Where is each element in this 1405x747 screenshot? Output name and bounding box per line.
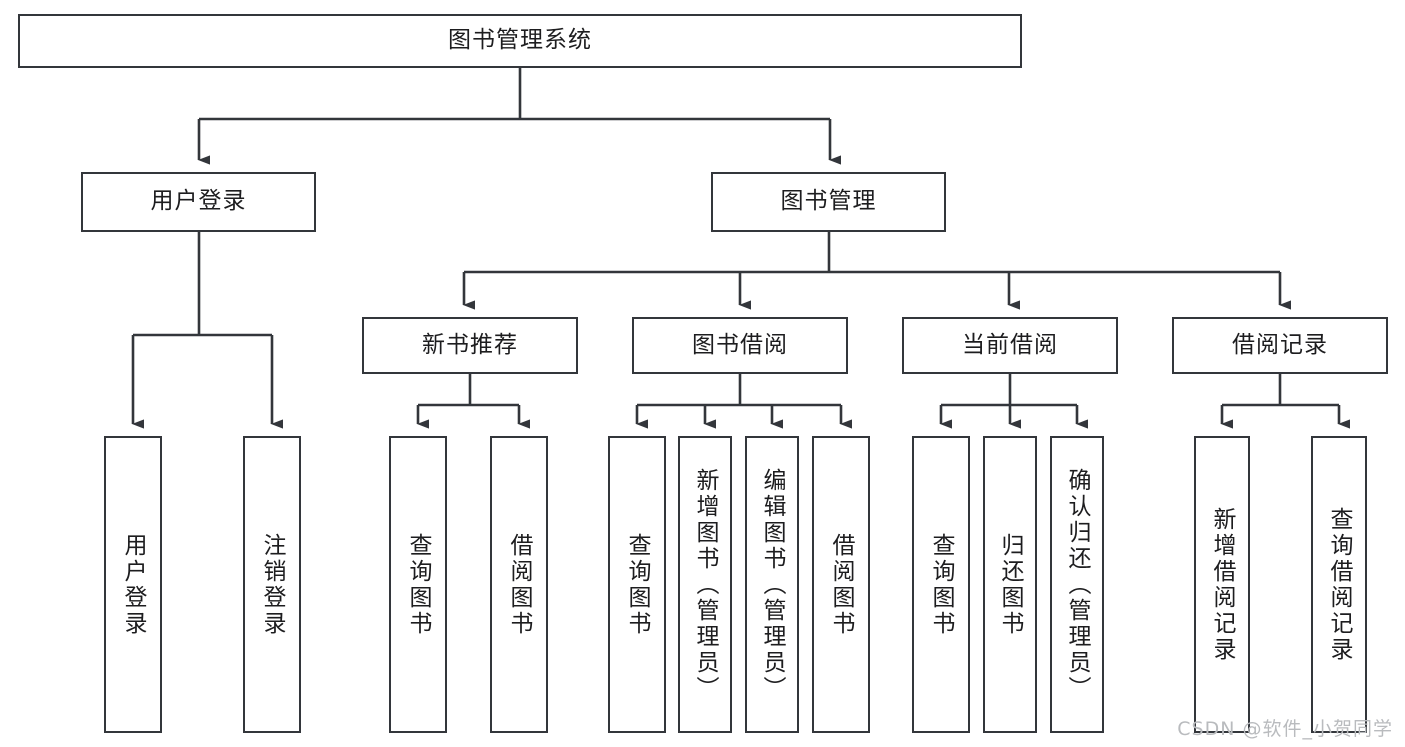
- node-label: 查询图书: [405, 532, 432, 637]
- node-label: 查询图书: [928, 532, 955, 637]
- leaf-query-book-current[interactable]: 查询图书: [912, 436, 970, 733]
- leaf-confirm-return-admin[interactable]: 确认归还（管理员）: [1050, 436, 1104, 733]
- node-label: 新书推荐: [422, 331, 518, 358]
- node-label: 图书管理系统: [448, 27, 592, 54]
- node-label: 用户登录: [120, 532, 147, 637]
- node-book-borrow[interactable]: 图书借阅: [632, 317, 848, 374]
- node-label: 借阅图书: [828, 532, 855, 637]
- node-label: 归还图书: [997, 532, 1024, 637]
- leaf-user-login[interactable]: 用户登录: [104, 436, 162, 733]
- leaf-return-book[interactable]: 归还图书: [983, 436, 1037, 733]
- node-label: 用户登录: [150, 188, 247, 215]
- node-label: 当前借阅: [962, 331, 1058, 358]
- node-label: 借阅图书: [506, 532, 533, 637]
- leaf-borrow-book-recommend[interactable]: 借阅图书: [490, 436, 548, 733]
- leaf-query-book-recommend[interactable]: 查询图书: [389, 436, 447, 733]
- node-label: 编辑图书（管理员）: [759, 467, 786, 702]
- leaf-logout[interactable]: 注销登录: [243, 436, 301, 733]
- leaf-edit-book-admin[interactable]: 编辑图书（管理员）: [745, 436, 799, 733]
- leaf-borrow-book[interactable]: 借阅图书: [812, 436, 870, 733]
- leaf-query-borrow-record[interactable]: 查询借阅记录: [1311, 436, 1367, 733]
- node-root-book-management-system[interactable]: 图书管理系统: [18, 14, 1022, 68]
- node-label: 查询图书: [624, 532, 651, 637]
- node-label: 图书管理: [780, 188, 877, 215]
- node-label: 图书借阅: [692, 331, 788, 358]
- leaf-add-book-admin[interactable]: 新增图书（管理员）: [678, 436, 732, 733]
- node-label: 新增图书（管理员）: [692, 467, 719, 702]
- leaf-query-book-borrow[interactable]: 查询图书: [608, 436, 666, 733]
- node-user-login[interactable]: 用户登录: [81, 172, 316, 232]
- node-borrow-records[interactable]: 借阅记录: [1172, 317, 1388, 374]
- node-book-management[interactable]: 图书管理: [711, 172, 946, 232]
- node-label: 确认归还（管理员）: [1064, 467, 1091, 702]
- node-label: 新增借阅记录: [1209, 506, 1236, 663]
- leaf-add-borrow-record[interactable]: 新增借阅记录: [1194, 436, 1250, 733]
- node-new-book-recommend[interactable]: 新书推荐: [362, 317, 578, 374]
- node-current-borrow[interactable]: 当前借阅: [902, 317, 1118, 374]
- node-label: 查询借阅记录: [1326, 506, 1353, 663]
- node-label: 注销登录: [259, 532, 286, 637]
- node-label: 借阅记录: [1232, 331, 1328, 358]
